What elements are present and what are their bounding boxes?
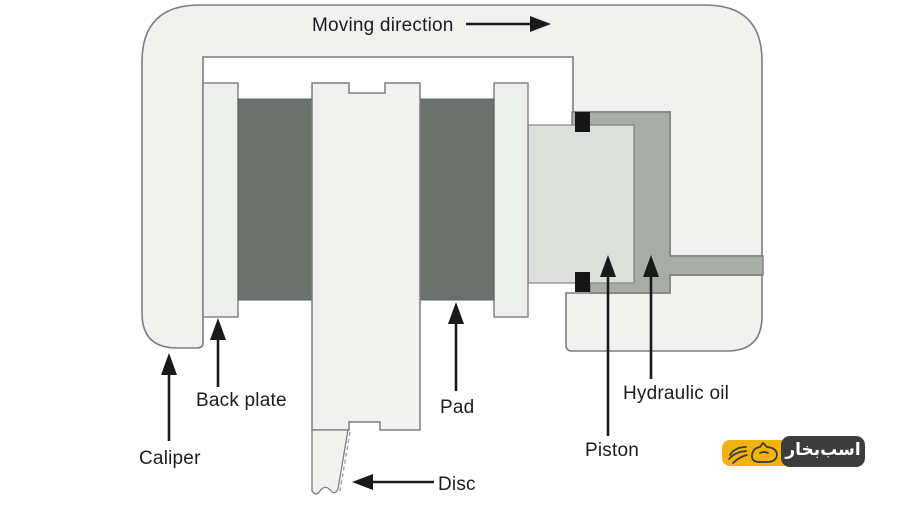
disc-label: Disc: [438, 474, 476, 495]
pad-right: [419, 98, 495, 301]
moving-direction-arrow: [466, 16, 551, 32]
caliper-arrow: [161, 353, 177, 441]
back-plate-arrow: [210, 318, 226, 387]
brand-logo: اسب‌بخار: [722, 436, 866, 468]
pad-label: Pad: [440, 397, 474, 418]
pad-arrow: [448, 302, 464, 391]
hydraulic-oil-arrow: [643, 255, 659, 379]
disc-cut-dashed-line: [339, 431, 351, 492]
hydraulic-oil-label: Hydraulic oil: [623, 383, 729, 404]
piston-arrow: [600, 255, 616, 436]
caliper-body: [141, 4, 763, 349]
back-plate-right: [493, 82, 529, 318]
disc-arrow: [352, 474, 434, 490]
brand-text: اسب‌بخار: [785, 440, 861, 460]
caliper-lower-arm: [565, 274, 763, 352]
piston-seal-bottom: [575, 272, 590, 292]
piston-label: Piston: [585, 440, 639, 461]
piston-seal-top: [575, 112, 590, 132]
back-plate-label: Back plate: [196, 390, 287, 411]
logo-dark-panel: اسب‌بخار: [781, 436, 865, 467]
disc-lower-section: [311, 429, 349, 495]
pad-left: [237, 98, 313, 301]
caliper-label: Caliper: [139, 448, 201, 469]
moving-direction-label: Moving direction: [312, 15, 454, 36]
winged-horse-icon: [728, 442, 778, 464]
back-plate-left: [202, 82, 239, 318]
disc: [311, 82, 421, 431]
piston: [527, 124, 635, 284]
logo-yellow-panel: [722, 440, 788, 466]
